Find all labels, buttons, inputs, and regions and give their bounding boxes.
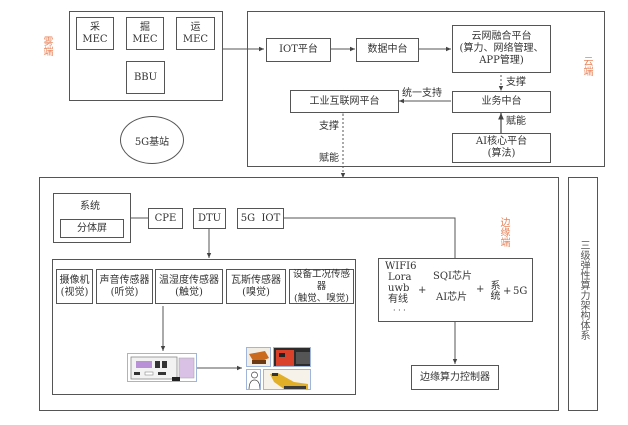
cloud-zone-label: 云端 (581, 56, 592, 76)
mec-label-line2: MEC (182, 33, 209, 45)
empower-label-2: 赋能 (319, 153, 339, 164)
sensor-sense: (触觉) (175, 286, 203, 298)
sensor-sound: 声音传感器 (听觉) (96, 269, 153, 304)
connectivity-item: WIFI6 (385, 261, 417, 272)
connectivity-item: Lora (388, 272, 412, 283)
ai-core-desc: (算法) (487, 148, 516, 159)
mec-box-cai: 采 MEC (76, 17, 114, 50)
sensor-sense: (嗅觉) (242, 286, 270, 298)
support-label-2: 支撑 (319, 121, 339, 132)
iot-platform-box: IOT平台 (266, 38, 331, 62)
cloud-network-desc-line1: (算力、网络管理、 (459, 43, 544, 54)
system-box (53, 193, 131, 243)
mining-car-image (273, 347, 311, 367)
monitoring-device-icon (130, 356, 195, 381)
mec-box-yun: 运 MEC (176, 17, 215, 50)
unified-support-label: 统一支持 (402, 88, 442, 99)
connectivity-item: · · · (393, 306, 406, 315)
system-label: 系统 (80, 201, 100, 212)
split-screen-box: 分体屏 (60, 219, 124, 238)
mec-label-line2: MEC (132, 33, 158, 45)
architecture-frame (568, 177, 598, 411)
sensor-name: 设备工况传感器 (292, 268, 350, 292)
ai-core-title: AI核心平台 (475, 136, 528, 147)
sensor-sense: (视觉) (60, 286, 89, 298)
connectivity-list: WIFI6 Lora uwb 有线 · · · (385, 261, 416, 316)
compute-5g-label: 5G (513, 286, 528, 297)
mec-label-line1: 运 (190, 21, 201, 33)
fog-zone-label: 雾端 (41, 36, 52, 56)
sensor-name: 温湿度传感器 (159, 274, 219, 286)
roadheader-image (263, 369, 311, 390)
plus-sign-3: + (503, 286, 512, 297)
sensor-equipment-condition: 设备工况传感器 (触觉、嗅觉) (289, 269, 354, 304)
sensor-name: 瓦斯传感器 (231, 274, 281, 286)
sensor-temp-humidity: 温湿度传感器 (触觉) (155, 269, 223, 304)
worker-icon (247, 370, 260, 389)
dtu-box: DTU (193, 208, 226, 229)
cloud-network-title: 云网融合平台 (471, 31, 532, 42)
mining-car-icon (274, 348, 310, 366)
cloud-frame (247, 11, 605, 167)
conveyor-icon (247, 348, 270, 366)
plus-sign-1: + (418, 285, 427, 296)
connectivity-item: 有线 (388, 294, 408, 305)
sensor-sense: (听觉) (110, 286, 139, 298)
worker-image (246, 369, 261, 390)
sensor-gas: 瓦斯传感器 (嗅觉) (226, 269, 286, 304)
chip-ai: AI芯片 (436, 292, 468, 303)
support-label-1: 支撑 (506, 77, 526, 88)
roadheader-icon (264, 370, 310, 389)
sensor-name: 声音传感器 (99, 274, 150, 286)
empower-label-1: 赋能 (506, 116, 526, 127)
cpe-box: CPE (148, 208, 183, 229)
architecture-label: 三级弹性算力架构体系 (578, 240, 589, 340)
sensor-camera: 摄像机 (视觉) (56, 269, 93, 304)
edge-compute-box (378, 258, 533, 322)
sensor-sense: (触觉、嗅觉) (294, 292, 349, 304)
chip-sqi: SQI芯片 (433, 271, 472, 282)
cloud-network-platform-box: 云网融合平台 (算力、网络管理、 APP管理) (452, 25, 551, 73)
plus-sign-2: + (476, 284, 485, 295)
bbu-box: BBU (126, 61, 165, 94)
mec-label-line2: MEC (82, 33, 108, 45)
mec-label-line1: 采 (90, 21, 100, 33)
conveyor-image (246, 347, 271, 367)
edge-compute-controller-box: 边缘算力控制器 (411, 365, 499, 390)
monitoring-device-image (127, 353, 197, 382)
edge-zone-label: 边缘端 (498, 217, 509, 247)
mec-label-line1: 掘 (140, 21, 150, 33)
5g-base-station: 5G基站 (120, 116, 184, 164)
data-center-box: 数据中台 (356, 38, 419, 62)
ai-core-platform-box: AI核心平台 (算法) (452, 133, 551, 163)
5g-iot-box: 5G IOT (237, 208, 284, 229)
fog-frame (69, 11, 223, 101)
sensor-group-frame (52, 259, 356, 395)
industrial-internet-platform-box: 工业互联网平台 (290, 90, 399, 113)
edge-frame (39, 177, 559, 411)
compute-system-label: 系统 (488, 280, 499, 300)
cloud-network-desc-line2: APP管理) (479, 55, 524, 66)
mec-box-jue: 掘 MEC (126, 17, 164, 50)
connectivity-item: uwb (388, 283, 410, 294)
business-center-box: 业务中台 (452, 91, 551, 113)
sensor-name: 摄像机 (59, 274, 90, 286)
